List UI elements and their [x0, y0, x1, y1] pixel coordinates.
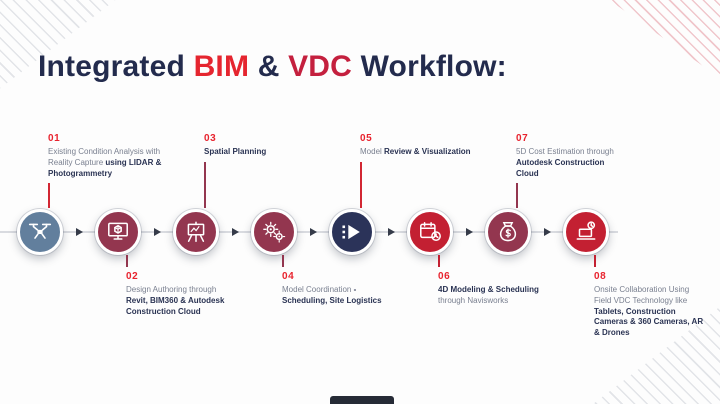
step-08-description: Onsite Collaboration Using Field VDC Tec…	[594, 285, 704, 338]
step-07-connector	[516, 183, 518, 208]
step-08-number: 08	[594, 271, 607, 282]
step-02-description: Design Authoring through Revit, BIM360 &…	[126, 285, 225, 316]
field-collaboration-icon	[573, 219, 599, 245]
step-08-connector	[594, 255, 596, 267]
step-07-number: 07	[516, 133, 529, 144]
step-04-connector	[282, 255, 284, 267]
step-06-circle	[407, 209, 453, 255]
step-04-circle	[251, 209, 297, 255]
step-01-number: 01	[48, 133, 61, 144]
step-07-circle	[485, 209, 531, 255]
step-08: 08 Onsite Collaboration Using Field VDC …	[594, 255, 708, 339]
step-03: 03 Spatial Planning	[204, 133, 290, 208]
step-04: 04 Model Coordination - Scheduling, Site…	[282, 255, 394, 307]
step-05-connector	[360, 161, 362, 208]
step-05-circle	[329, 209, 375, 255]
flow-arrow-icon	[76, 227, 83, 236]
step-04-description: Model Coordination - Scheduling, Site Lo…	[282, 285, 382, 305]
step-07-description: 5D Cost Estimation through Autodesk Cons…	[516, 147, 614, 178]
flow-arrow-icon	[466, 227, 473, 236]
step-05: 05 Model Review & Visualization	[360, 133, 472, 208]
model-review-icon	[339, 219, 365, 245]
flow-arrow-icon	[154, 227, 161, 236]
step-08-circle	[563, 209, 609, 255]
flow-arrow-icon	[388, 227, 395, 236]
step-03-connector	[204, 161, 206, 208]
step-02-circle	[95, 209, 141, 255]
step-06-connector	[438, 255, 440, 267]
step-07: 07 5D Cost Estimation through Autodesk C…	[516, 133, 628, 208]
step-02-number: 02	[126, 271, 139, 282]
step-01: 01 Existing Condition Analysis with Real…	[48, 133, 174, 208]
step-06-number: 06	[438, 271, 451, 282]
model-coordination-icon	[261, 219, 287, 245]
step-03-description: Spatial Planning	[204, 147, 267, 156]
flow-arrow-icon	[232, 227, 239, 236]
timeline-line	[0, 231, 618, 233]
step-03-number: 03	[204, 133, 217, 144]
step-03-circle	[173, 209, 219, 255]
page-title: Integrated BIM & VDC Workflow:	[38, 50, 507, 83]
step-01-connector	[48, 183, 50, 208]
flow-arrow-icon	[544, 227, 551, 236]
step-05-description: Model Review & Visualization	[360, 147, 471, 156]
step-05-number: 05	[360, 133, 373, 144]
corner-stripes-top-right	[595, 0, 720, 85]
cost-estimation-icon	[495, 219, 521, 245]
step-04-number: 04	[282, 271, 295, 282]
drone-icon	[27, 219, 53, 245]
flow-arrow-icon	[310, 227, 317, 236]
design-authoring-icon	[105, 219, 131, 245]
step-06-description: 4D Modeling & Scheduling through Naviswo…	[438, 285, 539, 305]
step-06: 06 4D Modeling & Scheduling through Navi…	[438, 255, 550, 307]
step-01-circle	[17, 209, 63, 255]
step-02-connector	[126, 255, 128, 267]
step-02: 02 Design Authoring through Revit, BIM36…	[126, 255, 236, 317]
spatial-planning-icon	[183, 219, 209, 245]
step-01-description: Existing Condition Analysis with Reality…	[48, 147, 162, 178]
bottom-banner	[330, 396, 394, 404]
4d-scheduling-icon	[417, 219, 443, 245]
